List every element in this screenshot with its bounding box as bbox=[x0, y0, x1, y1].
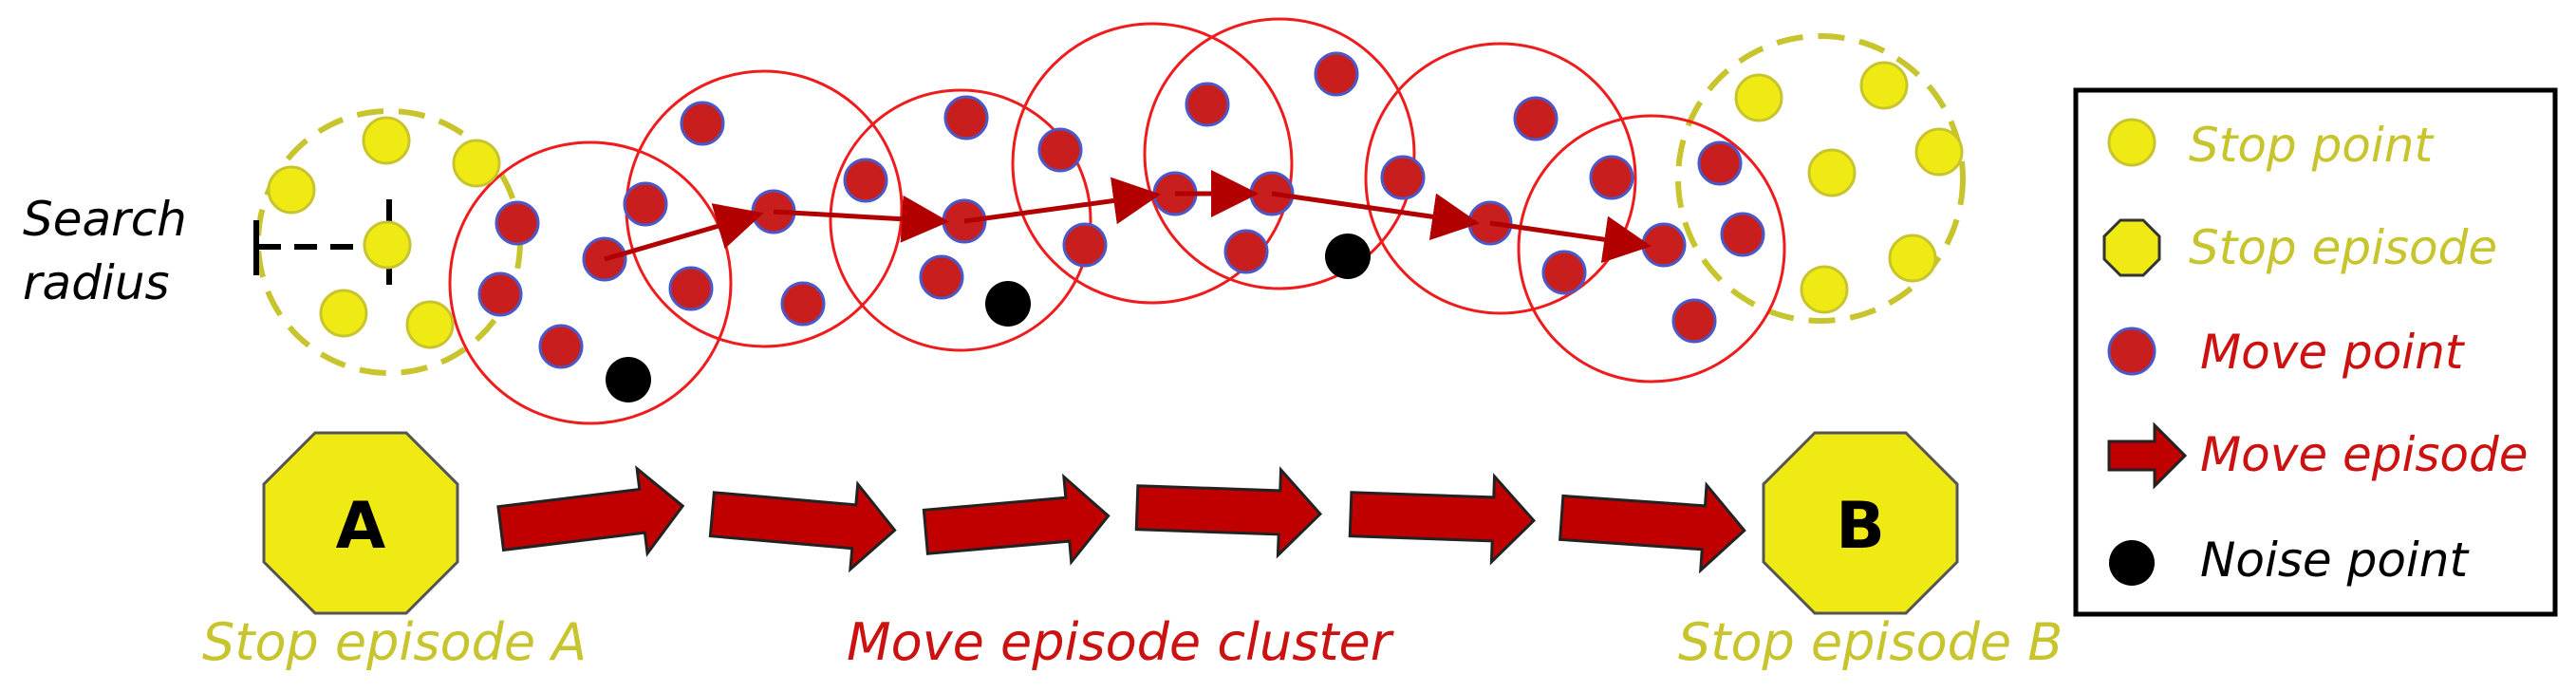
move-point bbox=[780, 281, 826, 327]
legend-move-episode-icon bbox=[2107, 421, 2188, 490]
legend-stop-episode-icon bbox=[2102, 218, 2161, 277]
legend-move-point-icon bbox=[2107, 327, 2156, 376]
noise-points bbox=[606, 234, 1371, 402]
move-point bbox=[1037, 127, 1083, 173]
move-point bbox=[538, 324, 584, 369]
stop-point bbox=[319, 289, 368, 338]
stop-point bbox=[1800, 265, 1849, 314]
search-radius-label-line1: Search bbox=[23, 192, 187, 247]
move-point bbox=[943, 95, 989, 140]
search-circle-5 bbox=[1143, 17, 1416, 290]
stop-episode-b-letter: B bbox=[1836, 489, 1885, 564]
legend: Stop point Stop episode Move point Move … bbox=[2073, 87, 2558, 617]
move-episode-arrow bbox=[1348, 473, 1537, 566]
move-point bbox=[1641, 222, 1687, 268]
move-points bbox=[477, 51, 1765, 369]
legend-stop-episode-label: Stop episode bbox=[2189, 220, 2497, 275]
trajectory bbox=[604, 170, 1652, 264]
move-episode-arrow bbox=[1134, 466, 1323, 559]
stop-point bbox=[1807, 148, 1857, 197]
stop-region-b bbox=[1675, 33, 1966, 324]
stop-point bbox=[1859, 61, 1909, 110]
stop-point bbox=[405, 300, 455, 349]
move-point bbox=[1380, 155, 1426, 200]
stop-point bbox=[452, 139, 501, 188]
noise-point bbox=[985, 281, 1031, 327]
trajectory-arrow bbox=[963, 177, 1161, 225]
stop-episode-a-letter: A bbox=[336, 489, 386, 564]
stop-point bbox=[1888, 234, 1937, 283]
stop-episode-b-octagon bbox=[1762, 431, 1959, 615]
trajectory-arrow bbox=[1271, 191, 1480, 241]
trajectory-arrow bbox=[773, 195, 949, 243]
move-point bbox=[919, 254, 964, 300]
move-point bbox=[1697, 140, 1743, 186]
stop-point bbox=[362, 116, 411, 165]
move-point bbox=[1589, 155, 1634, 200]
move-point bbox=[623, 181, 668, 227]
move-point bbox=[1720, 212, 1765, 257]
trajectory-arrow bbox=[604, 203, 764, 262]
move-episode-arrow bbox=[1559, 481, 1746, 574]
move-point bbox=[1513, 96, 1559, 141]
legend-noise-point-icon bbox=[2109, 540, 2155, 586]
search-circle-6 bbox=[1364, 42, 1637, 315]
noise-point bbox=[606, 357, 651, 402]
move-point bbox=[1671, 298, 1717, 344]
move-point bbox=[495, 200, 540, 246]
stop-point bbox=[1734, 73, 1783, 122]
move-point bbox=[1223, 229, 1269, 274]
noise-point bbox=[1325, 234, 1371, 279]
legend-stop-point-label: Stop point bbox=[2189, 118, 2435, 173]
legend-stop-point-icon bbox=[2107, 118, 2156, 167]
legend-move-point-label: Move point bbox=[2200, 325, 2466, 380]
legend-move-episode-label: Move episode bbox=[2200, 427, 2529, 482]
move-episode-arrow bbox=[496, 465, 685, 557]
move-episode-arrow bbox=[922, 473, 1111, 566]
move-point bbox=[843, 158, 888, 203]
move-episode-cluster-caption: Move episode cluster bbox=[847, 612, 1394, 672]
stop-point bbox=[363, 220, 412, 270]
search-circle-3 bbox=[829, 88, 1092, 352]
move-point bbox=[680, 101, 725, 146]
trajectory-arrow bbox=[1489, 215, 1652, 264]
move-episode-arrow bbox=[708, 480, 897, 573]
search-circle-7 bbox=[1517, 114, 1786, 383]
move-point bbox=[477, 271, 523, 317]
move-point bbox=[1314, 51, 1359, 97]
stop-episode-a-caption: Stop episode A bbox=[202, 612, 587, 672]
search-circle-1 bbox=[448, 140, 733, 425]
search-radius-label-line2: radius bbox=[23, 255, 170, 310]
stop-episode-b-caption: Stop episode B bbox=[1678, 612, 2063, 672]
move-point bbox=[668, 266, 714, 311]
stop-points-a bbox=[267, 116, 501, 349]
move-point bbox=[1185, 82, 1230, 127]
stop-points-b bbox=[1734, 61, 1964, 314]
search-circle-4 bbox=[1011, 22, 1294, 305]
legend-noise-point-label: Noise point bbox=[2200, 533, 2471, 588]
stop-point bbox=[1914, 127, 1964, 177]
move-episode-arrows bbox=[496, 465, 1746, 574]
stop-point bbox=[267, 165, 316, 215]
stop-episode-a-octagon bbox=[262, 431, 459, 615]
move-point bbox=[1541, 250, 1587, 295]
move-point bbox=[1062, 222, 1108, 268]
